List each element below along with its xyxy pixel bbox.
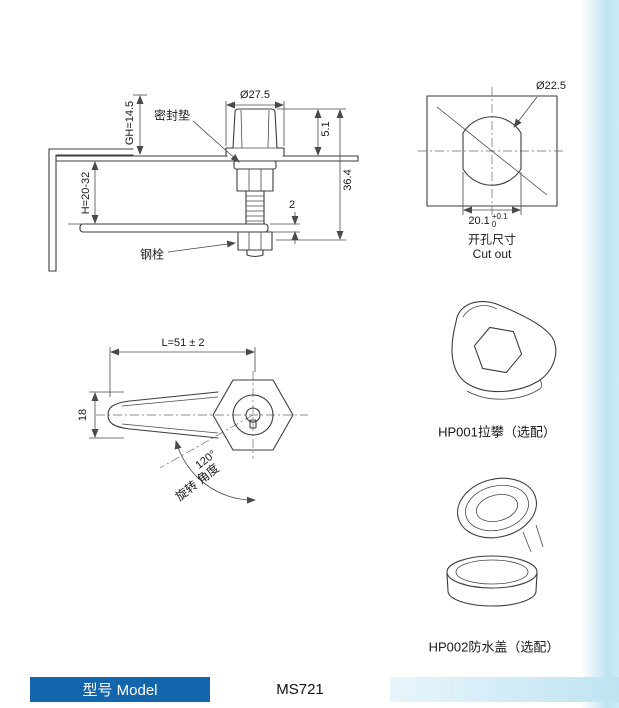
cutout-caption-cn: 开孔尺寸 bbox=[467, 232, 517, 247]
head-diameter-label: Ø27.5 bbox=[240, 89, 270, 101]
top-view-drawing bbox=[89, 347, 308, 504]
bolt-label: 钢栓 bbox=[139, 247, 165, 262]
cutout-tolerance-stack: +0.1 0 bbox=[492, 213, 508, 229]
panel-range-label: H=20-32 bbox=[80, 171, 92, 215]
gasket-label: 密封垫 bbox=[153, 108, 191, 123]
cutout-tolerance-upper: +0.1 bbox=[491, 212, 508, 221]
total-height-label: 36.4 bbox=[342, 169, 354, 191]
cutout-diameter-label: Ø22.5 bbox=[536, 80, 566, 92]
cutout-tolerance-lower: 0 bbox=[491, 220, 497, 229]
model-value-cell: MS721 bbox=[210, 677, 390, 702]
cutout-width-value: 20.1 bbox=[468, 215, 490, 227]
section-view-drawing bbox=[48, 108, 359, 272]
cutout-width-dimension: 20.1 +0.1 0 bbox=[468, 213, 507, 229]
length-dimension-label: L=51 ± 2 bbox=[161, 337, 205, 349]
cutout-drawing bbox=[418, 87, 566, 215]
hp001-drawing bbox=[451, 301, 557, 400]
hp001-caption: HP001拉攀（选配） bbox=[438, 424, 556, 440]
section-view-dimensions bbox=[68, 94, 346, 253]
model-bar-spacer bbox=[390, 677, 619, 702]
gh-dimension-label: GH=14.5 bbox=[124, 100, 136, 146]
hp002-drawing bbox=[446, 477, 544, 607]
model-bar: 型号 Model MS721 bbox=[30, 677, 619, 702]
cutout-caption-en: Cut out bbox=[472, 247, 512, 261]
page-accent-band bbox=[581, 0, 619, 708]
head-height-label: 5.1 bbox=[320, 121, 332, 137]
cam-gap-label: 2 bbox=[288, 199, 296, 211]
model-label: 型号 Model bbox=[82, 682, 158, 699]
model-value: MS721 bbox=[276, 681, 324, 698]
hp002-caption: HP002防水盖（选配） bbox=[428, 639, 560, 655]
width-dimension-label: 18 bbox=[77, 408, 89, 422]
model-label-cell: 型号 Model bbox=[30, 677, 210, 702]
